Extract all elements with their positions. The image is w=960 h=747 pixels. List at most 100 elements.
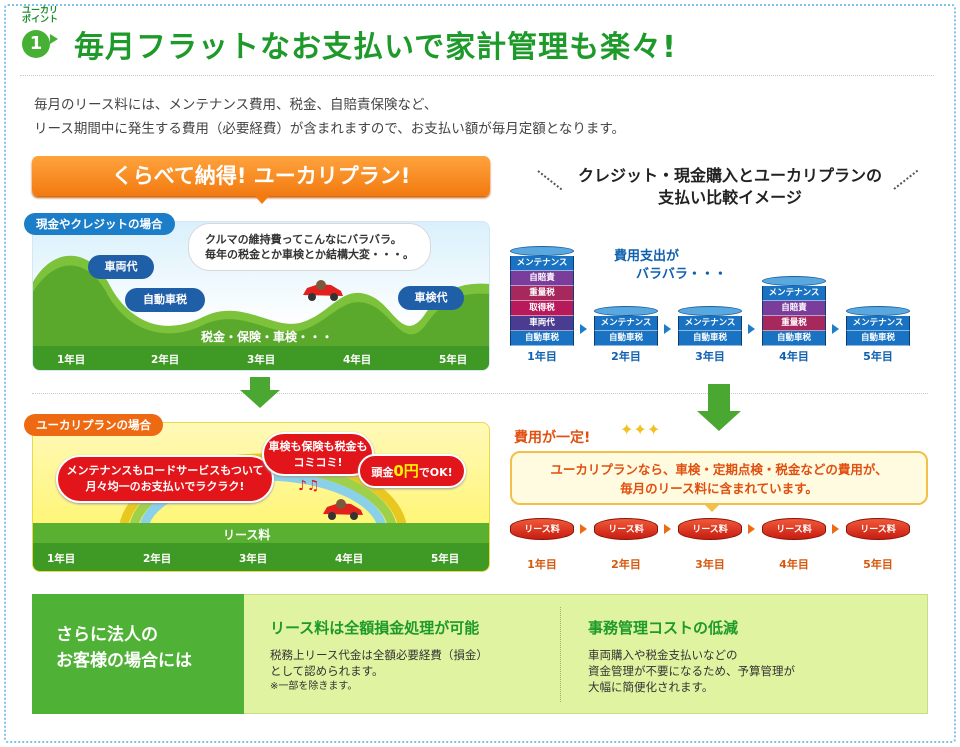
disc-arrow-icon xyxy=(664,524,671,534)
plan-year-2: 2年目 xyxy=(143,553,172,565)
vehicle-cost-label: 車両代 xyxy=(88,255,154,279)
cost-hills-graphic xyxy=(33,255,489,370)
corporate-column-divider xyxy=(560,607,561,702)
compare-banner: くらべて納得! ユーカリプラン! xyxy=(32,156,490,196)
title-divider xyxy=(20,75,934,76)
auto-tax-label: 自動車税 xyxy=(125,288,205,312)
sparkle-icon: ✦✦✦ xyxy=(620,420,661,439)
hill-text: 税金・保険・車検・・・ xyxy=(201,330,334,344)
cash-year-3: 3年目 xyxy=(247,354,276,366)
car-icon xyxy=(321,499,365,521)
scatter-cost-label: 費用支出が バラバラ・・・ xyxy=(614,249,727,282)
inspection-cost-label: 車検代 xyxy=(398,286,464,310)
page-title: 毎月フラットなお支払いで家計管理も楽々! xyxy=(74,30,677,65)
plan-year-4: 4年目 xyxy=(335,553,364,565)
info-box-tail xyxy=(704,504,720,512)
stack-layer: 取得税 xyxy=(510,301,574,316)
stack-layer: メンテナンス xyxy=(510,256,574,271)
intro-text: 毎月のリース料には、メンテナンス費用、税金、自賠責保険など、 リース期間中に発生… xyxy=(34,97,626,137)
lease-disc: リース料 xyxy=(510,518,574,540)
page-frame xyxy=(4,4,956,743)
maintenance-bubble: メンテナンスもロードサービスもついて 月々均一のお支払いでラクラク! xyxy=(56,455,274,503)
stack-layer: 重量税 xyxy=(762,316,826,331)
down-arrow-icon xyxy=(240,390,280,408)
badge-pointer-icon xyxy=(50,34,58,44)
stack-arrow-icon xyxy=(664,324,671,334)
lease-disc-year: 5年目 xyxy=(863,558,893,571)
stack-year: 5年目 xyxy=(863,350,893,363)
stack-layer: メンテナンス xyxy=(762,286,826,301)
music-note-icon: ♪♫ xyxy=(298,478,320,494)
admin-cost-text: 車両購入や税金支払いなどの 資金管理が不要になるため、予算管理が 大幅に簡便化さ… xyxy=(588,648,795,694)
lease-label: リース料 xyxy=(223,528,271,542)
lease-disc: リース料 xyxy=(678,518,742,540)
cost-stack: メンテナンス自動車税 xyxy=(594,306,658,346)
stack-year: 3年目 xyxy=(695,350,725,363)
stack-top xyxy=(762,276,826,286)
stack-arrow-icon xyxy=(832,324,839,334)
lease-disc: リース料 xyxy=(762,518,826,540)
stack-layer: 車両代 xyxy=(510,316,574,331)
lease-disc-year: 2年目 xyxy=(611,558,641,571)
stack-layer: 自動車税 xyxy=(510,331,574,346)
stack-layer: メンテナンス xyxy=(846,316,910,331)
cash-case-tag: 現金やクレジットの場合 xyxy=(24,213,175,235)
plan-year-1: 1年目 xyxy=(47,553,76,565)
disc-arrow-icon xyxy=(832,524,839,534)
cost-stack: メンテナンス自動車税 xyxy=(678,306,742,346)
stack-top xyxy=(846,306,910,316)
lease-disc-year: 1年目 xyxy=(527,558,557,571)
stack-layer: 自動車税 xyxy=(846,331,910,346)
stack-layer: 自動車税 xyxy=(594,331,658,346)
cost-stack: メンテナンス自賠責重量税取得税車両代自動車税 xyxy=(510,246,574,346)
cash-speech-bubble: クルマの維持費ってこんなにバラバラ。 毎年の税金とか車検とか結構大変・・・。 xyxy=(188,223,431,271)
lease-disc: リース料 xyxy=(594,518,658,540)
stack-year: 2年目 xyxy=(611,350,641,363)
stack-layer: 自賠責 xyxy=(762,301,826,316)
stack-layer: メンテナンス xyxy=(594,316,658,331)
lease-disc: リース料 xyxy=(846,518,910,540)
stack-arrow-icon xyxy=(580,324,587,334)
plan-year-3: 3年目 xyxy=(239,553,268,565)
stack-layer: 重量税 xyxy=(510,286,574,301)
down-arrow-icon-right xyxy=(697,411,741,431)
stack-top xyxy=(678,306,742,316)
section-divider xyxy=(32,393,928,394)
point-label: ユーカリ ポイント xyxy=(22,6,59,25)
stack-layer: メンテナンス xyxy=(678,316,742,331)
tax-benefit-text: 税務上リース代金は全額必要経費（損金） として認められます。 ※一部を除きます。 xyxy=(270,648,488,692)
stack-top xyxy=(594,306,658,316)
admin-cost-title: 事務管理コストの低減 xyxy=(588,619,739,637)
compare-title: クレジット・現金購入とユーカリプランの 支払い比較イメージ xyxy=(577,166,882,207)
cash-year-2: 2年目 xyxy=(151,354,180,366)
stack-year: 4年目 xyxy=(779,350,809,363)
stack-arrow-icon xyxy=(748,324,755,334)
cost-stack: メンテナンス自動車税 xyxy=(846,306,910,346)
banner-tail xyxy=(254,195,270,204)
lease-disc-year: 4年目 xyxy=(779,558,809,571)
lease-disc-year: 3年目 xyxy=(695,558,725,571)
lease-discs-chart: リース料 1年目 リース料 2年目 リース料 3年目 リース料 4年目 リース料 5年目 xyxy=(510,518,930,574)
tax-benefit-title: リース料は全額損金処理が可能 xyxy=(270,619,480,637)
zero-down-bubble: 頭金0円でOK! xyxy=(358,454,466,488)
stack-year: 1年目 xyxy=(527,350,557,363)
plan-info-box: ユーカリプランなら、車検・定期点検・税金などの費用が、 毎月のリース料に含まれて… xyxy=(510,451,928,505)
cost-stack: メンテナンス自賠責重量税自動車税 xyxy=(762,276,826,346)
down-arrow-stem-right xyxy=(708,384,730,412)
point-number-badge: 1 xyxy=(22,30,50,58)
corporate-heading: さらに法人の お客様の場合には xyxy=(32,594,244,714)
car-icon xyxy=(301,280,345,302)
stack-layer: 自動車税 xyxy=(678,331,742,346)
plan-year-5: 5年目 xyxy=(431,553,460,565)
cash-year-4: 4年目 xyxy=(343,354,372,366)
plan-case-tag: ユーカリプランの場合 xyxy=(24,414,163,436)
disc-arrow-icon xyxy=(748,524,755,534)
stack-layer: 自動車税 xyxy=(762,331,826,346)
cash-year-5: 5年目 xyxy=(439,354,468,366)
stack-layer: 自賠責 xyxy=(510,271,574,286)
fixed-cost-label: 費用が一定! xyxy=(514,430,591,446)
disc-arrow-icon xyxy=(580,524,587,534)
stack-top xyxy=(510,246,574,256)
down-arrow-stem xyxy=(250,377,270,391)
